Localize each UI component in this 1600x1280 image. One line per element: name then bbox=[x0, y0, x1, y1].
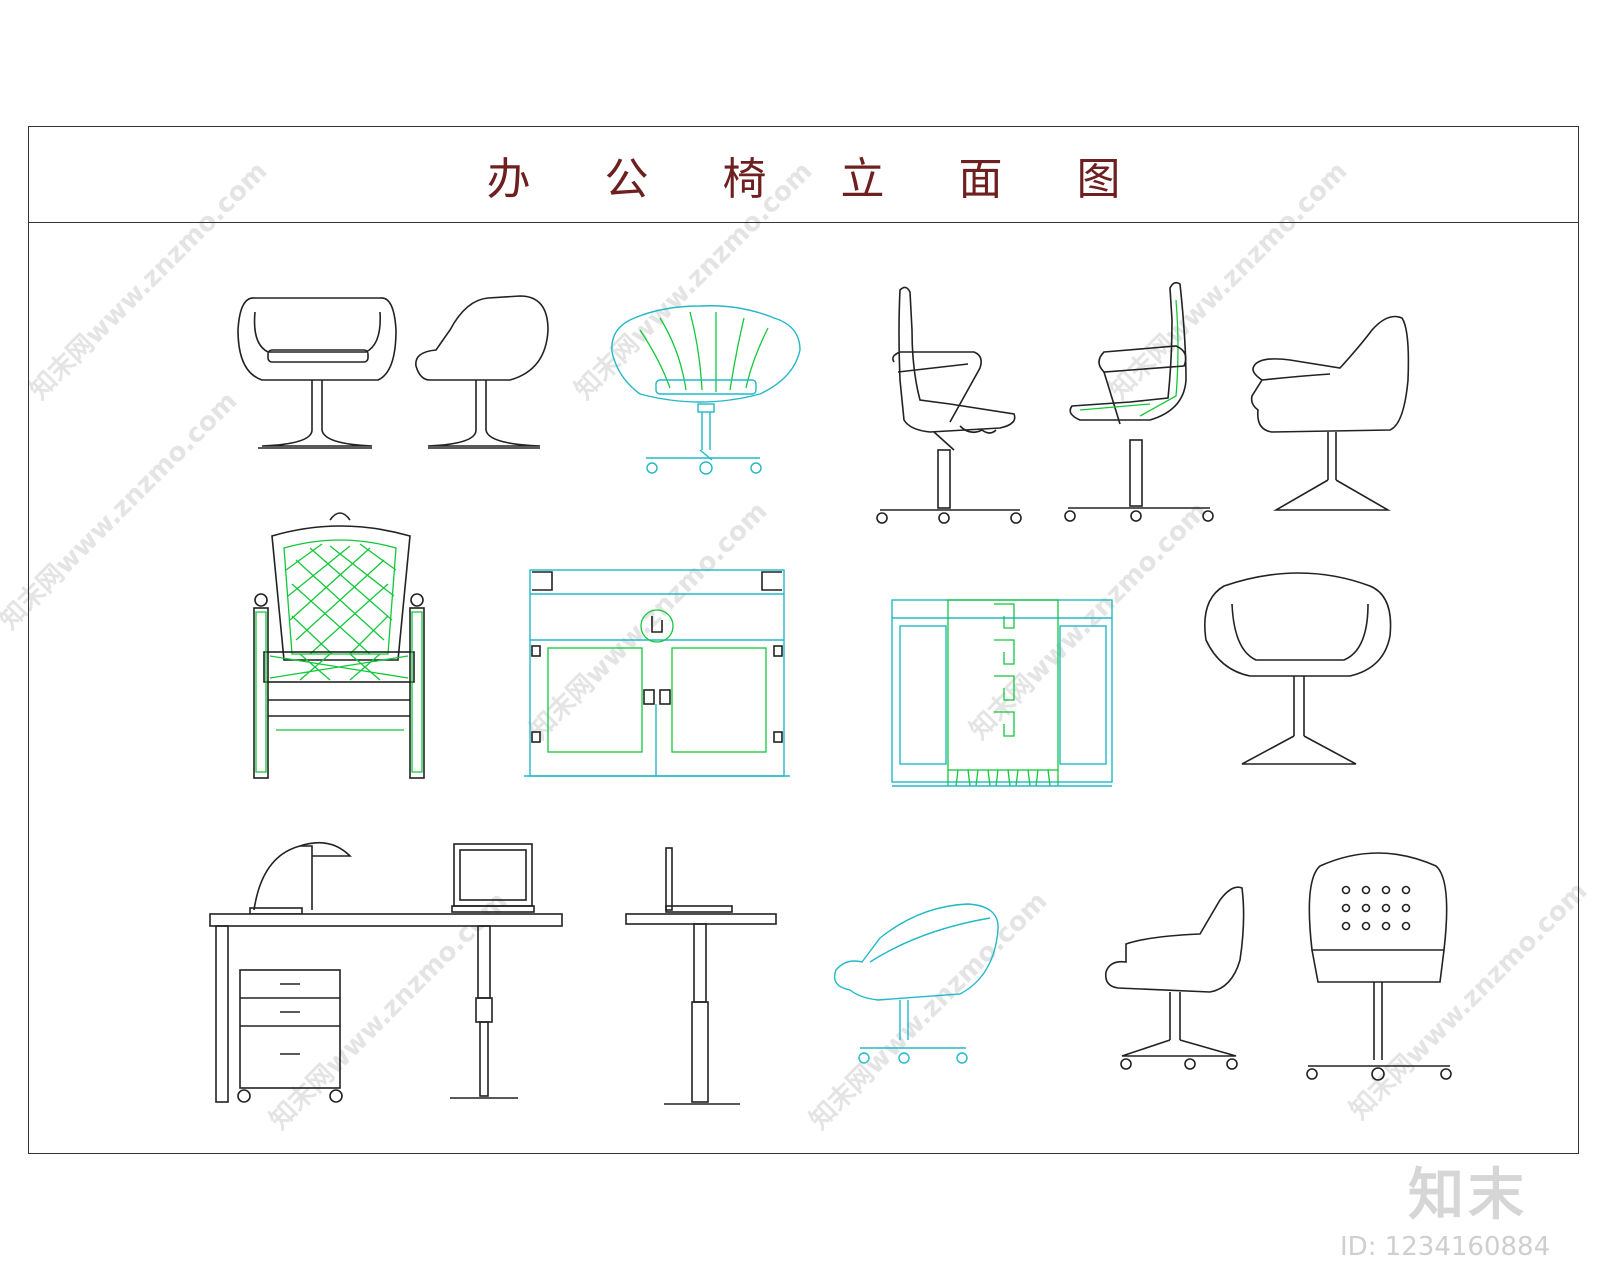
title-band: 办 公 椅 立 面 图 bbox=[29, 127, 1578, 223]
reclined-tub-chair bbox=[833, 903, 999, 1064]
shell-swivel-chair bbox=[611, 305, 801, 475]
perforated-back-chair bbox=[1306, 852, 1452, 1081]
watermark-brand: 知末 bbox=[1408, 1163, 1528, 1228]
drawing-title: 办 公 椅 立 面 图 bbox=[486, 153, 1151, 205]
upholstered-side-chair bbox=[1104, 886, 1245, 1070]
watermark-id: ID: 1234160884 bbox=[1340, 1232, 1551, 1262]
desk-with-drawers bbox=[209, 841, 563, 1103]
ornate-armchair bbox=[253, 512, 425, 779]
lounge-chair-side-right bbox=[1250, 315, 1410, 511]
task-chair-side-b bbox=[1064, 281, 1214, 522]
back-perforation-dots bbox=[1341, 885, 1411, 931]
cabinet-with-runner bbox=[891, 599, 1113, 787]
cabinet-front bbox=[524, 569, 790, 777]
tub-chair-front bbox=[237, 297, 397, 449]
egg-swivel-chair bbox=[1204, 572, 1392, 765]
tub-chair-side bbox=[415, 295, 549, 449]
desk-side bbox=[625, 847, 777, 1105]
drawing-sheet-frame: 办 公 椅 立 面 图 bbox=[28, 126, 1579, 1154]
task-chair-side-a bbox=[876, 286, 1022, 524]
